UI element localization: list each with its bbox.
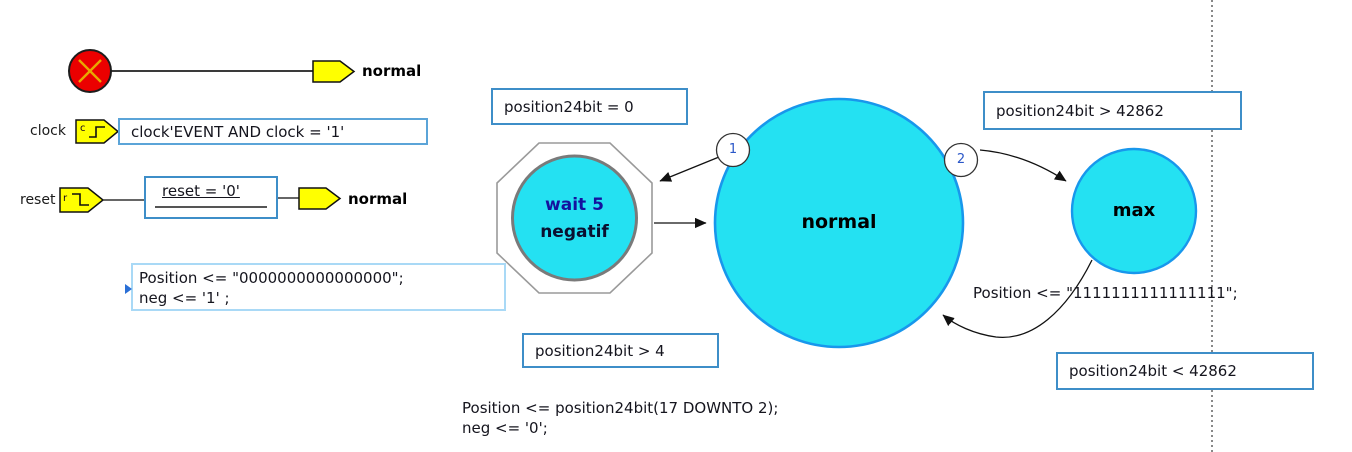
- condition-wait-to-normal-box[interactable]: position24bit > 4: [522, 333, 719, 368]
- priority-1-label: 1: [728, 142, 738, 157]
- state-max-circle[interactable]: [1070, 147, 1198, 275]
- clock-port-icon[interactable]: [75, 119, 120, 144]
- reset-condition-text: reset = '0': [162, 182, 240, 200]
- transition-max-to-normal-edge[interactable]: [942, 259, 1093, 338]
- transition-normal-to-wait-edge[interactable]: [659, 156, 720, 182]
- condition-max-to-normal-box[interactable]: position24bit < 42862: [1056, 352, 1314, 390]
- max-to-normal-action-text[interactable]: Position <= "1111111111111111";: [973, 284, 1238, 302]
- start-target-arrow-icon[interactable]: [312, 60, 356, 83]
- priority-2-bubble[interactable]: [943, 142, 979, 178]
- priority-2-label: 2: [956, 152, 966, 167]
- condition-wait-to-normal-text: position24bit > 4: [535, 341, 665, 360]
- start-cross-icon: [78, 59, 102, 83]
- rising-edge-icon: [89, 126, 105, 138]
- state-wait-circle[interactable]: [511, 154, 638, 282]
- reset-port-icon[interactable]: [59, 187, 105, 213]
- condition-normal-to-wait-text: position24bit = 0: [504, 97, 634, 116]
- reset-action-box[interactable]: Position <= "0000000000000000"; neg <= '…: [125, 263, 506, 311]
- condition-normal-to-max-text: position24bit > 42862: [996, 101, 1164, 120]
- normal-action-line1[interactable]: Position <= position24bit(17 DOWNTO 2);: [462, 399, 779, 417]
- normal-action-line2[interactable]: neg <= '0';: [462, 419, 548, 437]
- condition-max-to-normal-text: position24bit < 42862: [1069, 362, 1237, 380]
- state-wait-label: wait 5: [545, 195, 604, 215]
- reset-icon-letter: r: [63, 193, 68, 204]
- transition-normal-to-max-edge[interactable]: [979, 149, 1067, 182]
- action-anchor-icon: [125, 284, 132, 294]
- reset-action-line1: Position <= "0000000000000000";: [139, 269, 404, 287]
- reset-action-line2: neg <= '1' ;: [139, 289, 230, 307]
- clock-condition-box[interactable]: clock'EVENT AND clock = '1': [118, 118, 428, 145]
- state-max-label: max: [1112, 200, 1156, 221]
- condition-normal-to-wait-box[interactable]: position24bit = 0: [491, 88, 688, 125]
- clock-port-label: clock: [30, 123, 66, 139]
- clock-icon-letter: c: [80, 123, 86, 134]
- state-normal-label: normal: [801, 211, 877, 233]
- reset-condition-box[interactable]: reset = '0': [144, 176, 278, 219]
- reset-port-label: reset: [20, 192, 56, 208]
- state-wait-sublabel: negatif: [540, 222, 609, 242]
- clock-condition-text: clock'EVENT AND clock = '1': [131, 122, 345, 141]
- priority-1-bubble[interactable]: [715, 132, 751, 168]
- state-normal-circle[interactable]: [713, 97, 965, 349]
- start-target-label: normal: [362, 62, 422, 80]
- reset-target-label: normal: [348, 190, 408, 208]
- reset-target-arrow-icon[interactable]: [298, 187, 342, 210]
- condition-normal-to-max-box[interactable]: position24bit > 42862: [983, 91, 1242, 130]
- condition-action-divider: [155, 206, 267, 208]
- falling-edge-icon: [72, 193, 89, 206]
